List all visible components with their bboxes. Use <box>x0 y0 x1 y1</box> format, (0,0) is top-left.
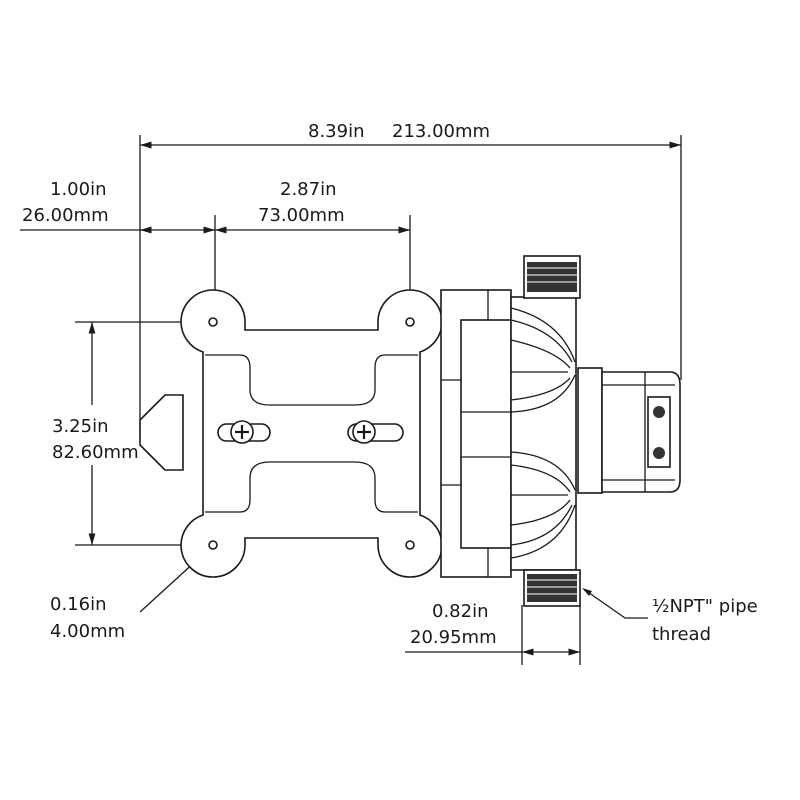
edge-to-hole-mm: 26.00mm <box>22 205 109 226</box>
hole-diameter-mm: 4.00mm <box>50 621 125 642</box>
port-width-dimension: 0.82in 20.95mm <box>405 601 581 665</box>
hole-spacing-vertical-dimension: 3.25in 82.60mm <box>52 321 215 546</box>
inlet-fitting-bottom <box>523 569 581 607</box>
port-width-in: 0.82in <box>432 601 489 622</box>
hole-diameter-in: 0.16in <box>50 594 107 615</box>
mount-hole-top-left <box>208 317 218 327</box>
overall-length-mm: 213.00mm <box>392 121 490 142</box>
overall-length-in: 8.39in <box>308 121 365 142</box>
edge-to-hole-in: 1.00in <box>50 179 107 200</box>
overall-length-dimension: 8.39in 213.00mm <box>139 121 682 430</box>
hole-spacing-h-mm: 73.00mm <box>258 205 345 226</box>
hole-diameter-callout: 0.16in 4.00mm <box>50 549 209 642</box>
mount-hole-bottom-left <box>208 540 218 550</box>
hole-spacing-horizontal-dimension: 2.87in 73.00mm <box>215 179 411 322</box>
ribbed-dome-bottom <box>510 451 576 559</box>
hole-spacing-h-in: 2.87in <box>280 179 337 200</box>
inlet-nub <box>139 394 184 471</box>
hole-spacing-v-in: 3.25in <box>52 416 109 437</box>
pump-body <box>139 255 681 607</box>
thread-callout: ½NPT" pipe thread <box>582 588 758 645</box>
ribbed-dome-top <box>510 307 576 413</box>
mount-hole-bottom-right <box>405 540 415 550</box>
port-width-mm: 20.95mm <box>410 627 497 648</box>
outlet-fitting-top <box>523 255 581 299</box>
terminal-screw-icon <box>653 406 665 418</box>
mounting-bracket <box>180 289 443 578</box>
screw-icon <box>352 420 376 444</box>
edge-to-hole-dimension: 1.00in 26.00mm <box>20 179 216 322</box>
screw-icon <box>230 420 254 444</box>
valve-housing <box>510 296 577 571</box>
thread-label-line2: thread <box>652 624 711 645</box>
pressure-switch <box>577 367 681 494</box>
hole-spacing-v-mm: 82.60mm <box>52 442 139 463</box>
terminal-screw-icon <box>653 447 665 459</box>
thread-label-line1: ½NPT" pipe <box>652 596 758 617</box>
mount-hole-top-right <box>405 317 415 327</box>
